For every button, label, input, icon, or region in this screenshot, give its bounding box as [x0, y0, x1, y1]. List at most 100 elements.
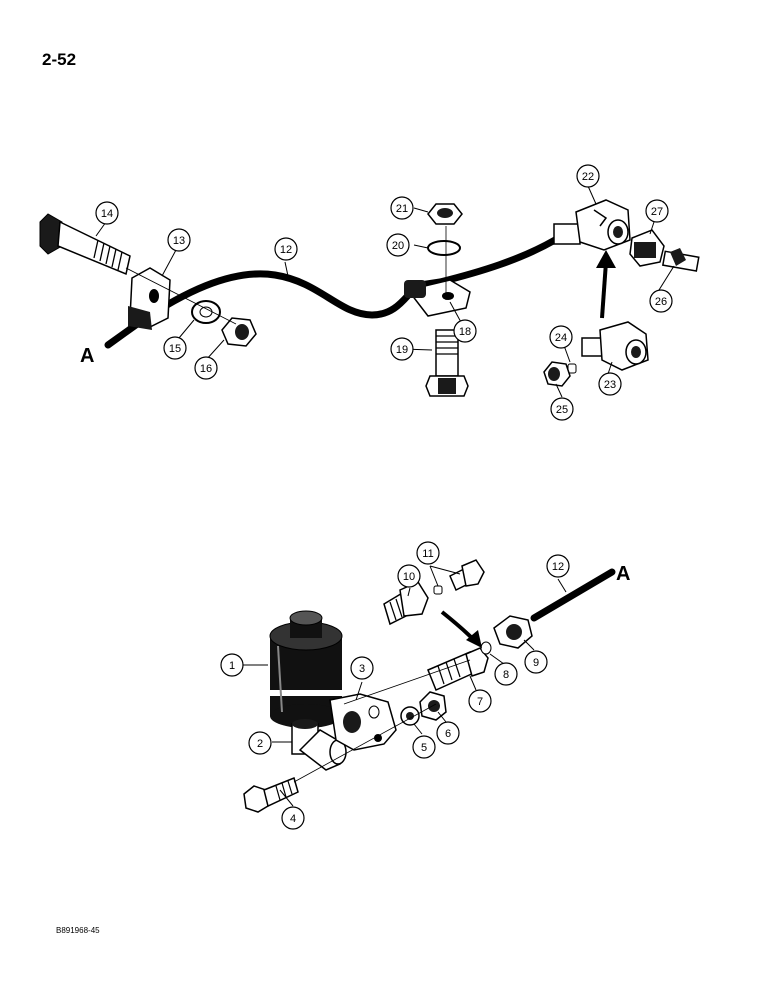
callout-label: 24 [555, 332, 567, 344]
callout-10: 10 [397, 564, 421, 588]
callout-label: 19 [396, 344, 408, 356]
page-number: 2-52 [42, 50, 77, 69]
callout-circle [645, 199, 669, 223]
sleeve-11 [433, 585, 443, 595]
assembly-arrow-lower [440, 610, 476, 642]
callout-25: 25 [550, 397, 574, 421]
callout-6: 6 [436, 721, 460, 745]
callout-label: 13 [173, 235, 185, 247]
callout-5: 5 [412, 735, 436, 759]
callout-label: 23 [604, 379, 616, 391]
callout-circle [598, 372, 622, 396]
clip-18 [404, 279, 471, 317]
nut-21 [427, 203, 463, 225]
callout-circle [468, 689, 492, 713]
fitting-26 [661, 248, 700, 272]
callout-circle [649, 289, 673, 313]
assembly-arrow-upper [600, 261, 608, 319]
callout-22: 22 [576, 164, 600, 188]
callout-label: 3 [359, 663, 365, 675]
callout-circle [397, 564, 421, 588]
callout-circle [95, 201, 119, 225]
callout-21: 21 [390, 196, 414, 220]
bolt-14 [39, 213, 131, 276]
callout-label: 26 [655, 296, 667, 308]
callout-label: 15 [169, 343, 181, 355]
elbow-23 [581, 321, 649, 371]
callout-label: 20 [392, 240, 404, 252]
callout-label: 27 [651, 206, 663, 218]
callout-circle [248, 731, 272, 755]
callout-12: 12 [274, 237, 298, 261]
adapter-10 [383, 581, 429, 626]
callout-16: 16 [194, 356, 218, 380]
callout-circle [412, 735, 436, 759]
callout-circle [494, 662, 518, 686]
callout-group: 1234567891011121213141516181920212223242… [95, 164, 673, 830]
callout-circle [194, 356, 218, 380]
callout-label: 14 [101, 208, 113, 220]
callout-1: 1 [220, 653, 244, 677]
elbow-22 [553, 199, 631, 251]
tube-line-upper [104, 236, 559, 349]
figure-code: B891968-45 [56, 926, 100, 935]
reference-letter-a-lower: A [616, 563, 630, 585]
callout-circle [274, 237, 298, 261]
callout-20: 20 [386, 233, 410, 257]
callout-14: 14 [95, 201, 119, 225]
callout-12: 12 [546, 554, 570, 578]
callout-9: 9 [524, 650, 548, 674]
nut-9 [493, 615, 533, 649]
callout-circle [524, 650, 548, 674]
bolt-19 [425, 329, 469, 397]
callout-circle [576, 164, 600, 188]
callout-26: 26 [649, 289, 673, 313]
callout-circle [390, 196, 414, 220]
nut-25 [543, 361, 571, 387]
callout-label: 10 [403, 571, 415, 583]
connector-7 [427, 647, 489, 692]
lockwasher-20 [427, 240, 461, 256]
leader-lines-lower [243, 565, 567, 807]
callout-18: 18 [453, 319, 477, 343]
nut-16 [221, 317, 257, 347]
callout-7: 7 [468, 689, 492, 713]
callout-label: 5 [421, 742, 427, 754]
callout-15: 15 [163, 336, 187, 360]
callout-4: 4 [281, 806, 305, 830]
callout-label: 7 [477, 696, 483, 708]
alignment-lines-upper [125, 226, 447, 325]
callout-circle [350, 656, 374, 680]
flange-3 [329, 693, 397, 751]
tube-line-lower [530, 568, 616, 622]
callout-label: 18 [459, 326, 471, 338]
callout-24: 24 [549, 325, 573, 349]
callout-circle [436, 721, 460, 745]
clip-13 [128, 267, 171, 330]
callout-label: 1 [229, 660, 235, 672]
callout-circle [386, 233, 410, 257]
callout-3: 3 [350, 656, 374, 680]
callout-circle [163, 336, 187, 360]
callout-label: 22 [582, 171, 594, 183]
callout-label: 25 [556, 404, 568, 416]
callout-circle [550, 397, 574, 421]
callout-2: 2 [248, 731, 272, 755]
callout-label: 9 [533, 657, 539, 669]
callout-circle [416, 541, 440, 565]
alignment-lines-lower [293, 659, 471, 783]
fitting-11 [449, 559, 485, 592]
callout-label: 6 [445, 728, 451, 740]
callout-label: 16 [200, 363, 212, 375]
callout-circle [281, 806, 305, 830]
callout-label: 21 [396, 203, 408, 215]
callout-label: 11 [422, 548, 433, 560]
filter-1 [269, 610, 343, 728]
callout-label: 4 [290, 813, 296, 825]
callout-circle [390, 337, 414, 361]
callout-13: 13 [167, 228, 191, 252]
callout-label: 2 [257, 738, 263, 750]
callout-8: 8 [494, 662, 518, 686]
